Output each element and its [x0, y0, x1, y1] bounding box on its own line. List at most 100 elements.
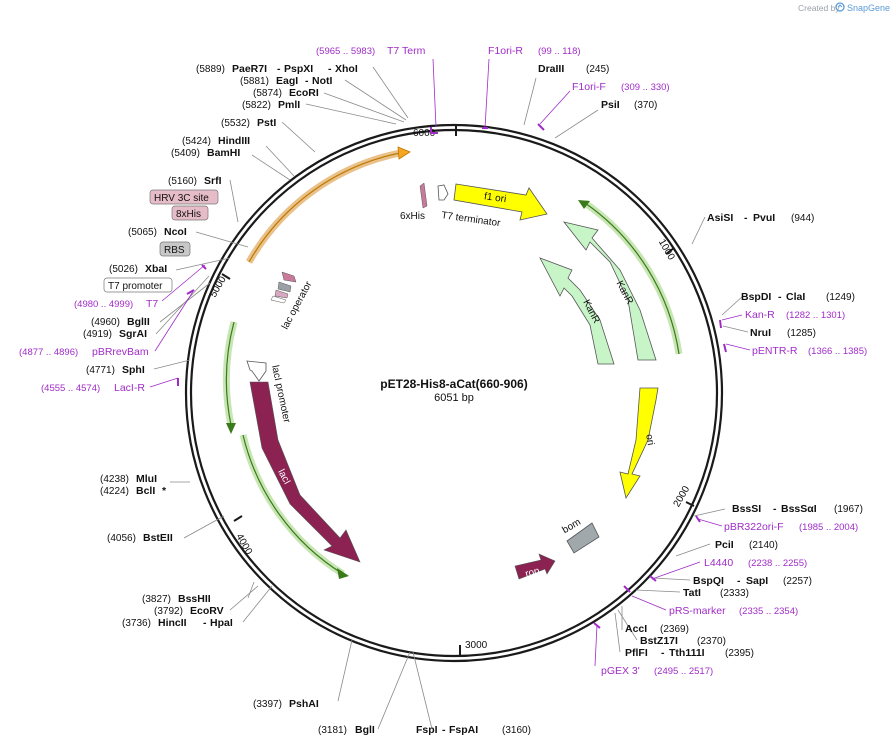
sep-sapi: -	[737, 575, 741, 587]
feature-arc-green-lower	[239, 434, 349, 579]
site-pcii: PciI	[715, 539, 734, 551]
sep-tth111i: -	[661, 647, 665, 659]
site-bstz17i-pos: (2370)	[697, 636, 726, 647]
rop-label: rop	[524, 566, 541, 580]
tick-6000: 6000	[413, 128, 436, 139]
site-pmli: PmlI	[278, 99, 300, 111]
primer-pgex3-pos: (2495 .. 2517)	[654, 666, 713, 677]
site-sapi: SapI	[746, 575, 768, 587]
primer-pbr322orif: pBR322ori-F	[724, 521, 784, 533]
his8-tag: 8xHis	[171, 205, 209, 221]
site-bsssi-pos: (1967)	[834, 504, 863, 515]
his6-feature	[419, 182, 428, 209]
plasmid-length: 6051 bp	[434, 392, 474, 404]
site-sphi-pos: (4771)	[86, 365, 115, 376]
site-fspi-pos: (3160)	[502, 725, 531, 736]
site-bamhi: BamHI	[207, 147, 240, 159]
site-bspqi: BspQI	[693, 575, 724, 587]
feature-arc-orange	[245, 146, 411, 264]
his8-label: 8xHis	[176, 209, 201, 220]
primer-t7term: T7 Term	[387, 45, 426, 57]
primer-prsmarker-pos: (2335 .. 2354)	[739, 606, 798, 617]
site-fspi: FspI	[416, 724, 438, 736]
site-nrui: NruI	[750, 327, 771, 339]
site-xhoi: XhoI	[335, 63, 358, 75]
ori-label: ori	[643, 433, 656, 446]
snapgene-logo-icon	[835, 2, 845, 12]
site-bsssai: BssSαI	[781, 503, 817, 515]
site-psti: PstI	[257, 117, 276, 129]
site-bspqi-pos: (2257)	[783, 576, 812, 587]
site-hincii-pos: (3736)	[122, 618, 151, 629]
site-sgrai-pos: (4919)	[83, 329, 112, 340]
site-srfi: SrfI	[204, 175, 222, 187]
primer-lacir-pos: (4555 .. 4574)	[41, 383, 100, 394]
site-bglii-pos: (4960)	[91, 317, 120, 328]
sep-hpai: -	[203, 617, 207, 629]
site-tth111i: Tth111I	[669, 647, 705, 659]
site-clai: ClaI	[786, 291, 805, 303]
created-by-label: Created by	[798, 3, 840, 13]
bom-feature	[566, 522, 600, 554]
laci-promoter-feature	[246, 360, 267, 382]
site-xbai: XbaI	[145, 263, 167, 275]
site-bsshii: BssHII	[178, 593, 211, 605]
tick-3000: 3000	[465, 640, 488, 651]
feature-arc-green-right	[578, 200, 683, 355]
site-bgli: BglI	[355, 724, 375, 736]
primer-pentrr-pos: (1366 .. 1385)	[808, 346, 867, 357]
laci-feature	[249, 381, 361, 563]
sep-xhoi: -	[328, 63, 332, 75]
sep-fspai: -	[442, 724, 446, 736]
tick-2000: 2000	[672, 484, 693, 509]
f1-ori-label: f1 ori	[483, 191, 507, 205]
rbs-tag: RBS	[159, 241, 191, 257]
site-pmli-pos: (5822)	[242, 100, 271, 111]
site-ncoi: NcoI	[164, 226, 187, 238]
site-bsteii: BstEII	[143, 532, 173, 544]
lac-operator-feature	[270, 271, 297, 304]
brand-label: SnapGene	[847, 3, 890, 13]
site-mlui-pos: (4238)	[100, 474, 129, 485]
site-pshai-pos: (3397)	[253, 699, 282, 710]
primer-pbrrevbam: pBRrevBam	[92, 346, 149, 358]
site-bspdi-pos: (1249)	[826, 292, 855, 303]
site-eagi: EagI	[276, 75, 298, 87]
primer-pentrr: pENTR-R	[752, 345, 798, 357]
primer-prsmarker: pRS-marker	[669, 605, 726, 617]
site-bspdi: BspDI	[741, 291, 771, 303]
f1-ori-feature	[453, 183, 548, 221]
primer-f1orir-pos: (99 .. 118)	[538, 46, 581, 57]
site-tati-pos: (2333)	[720, 588, 749, 599]
site-draiii: DraIII	[538, 63, 564, 75]
site-bsssi: BssSI	[732, 503, 761, 515]
site-acci-pos: (2369)	[660, 624, 689, 635]
site-acci: AccI	[625, 623, 647, 635]
site-sgrai: SgrAI	[119, 328, 147, 340]
kanr-outer-feature	[562, 221, 657, 361]
plasmid-backbone	[184, 123, 724, 663]
primer-t7-pos: (4980 .. 4999)	[74, 299, 133, 310]
site-hpai: HpaI	[210, 617, 233, 629]
site-xbai-pos: (5026)	[109, 264, 138, 275]
leader-lines	[149, 58, 751, 730]
site-bcli-star: *	[162, 485, 167, 497]
primer-t7term-pos: (5965 .. 5983)	[316, 46, 375, 57]
hrv-3c-site-tag: HRV 3C site	[149, 189, 219, 205]
site-eagi-pos: (5881)	[240, 76, 269, 87]
site-paer7i: PaeR7I	[232, 63, 267, 75]
primer-marks	[177, 123, 727, 629]
site-pflfi: PflFI	[625, 647, 648, 659]
kanr-inner-feature	[539, 257, 615, 365]
site-ecori-pos: (5874)	[253, 88, 282, 99]
t7-terminator-feature	[437, 184, 449, 201]
primer-pbrrevbam-pos: (4877 .. 4896)	[19, 347, 78, 358]
primer-pgex3: pGEX 3'	[601, 665, 640, 677]
site-hindiii-pos: (5424)	[182, 136, 211, 147]
primer-f1orir: F1ori-R	[488, 45, 523, 57]
site-fspai: FspAI	[449, 724, 478, 736]
site-pvui: PvuI	[753, 212, 775, 224]
primer-kanr-pos: (1282 .. 1301)	[786, 310, 845, 321]
site-bsteii-pos: (4056)	[107, 533, 136, 544]
